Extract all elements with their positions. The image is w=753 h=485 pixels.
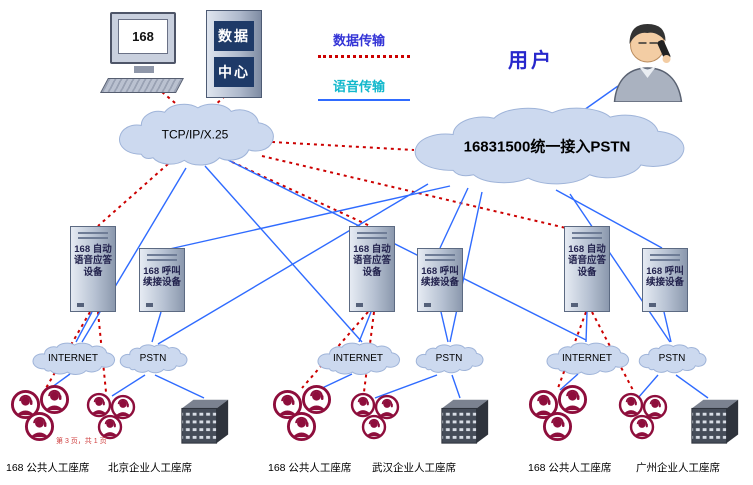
tower-label-line: 168 呼叫 (421, 266, 459, 277)
operator-icon (542, 411, 573, 442)
data-center-tower: 数据 中心 (206, 10, 262, 98)
site-1-call-tower: 168 呼叫 续接设备 (139, 248, 185, 312)
user-label: 用户 (508, 50, 554, 72)
tower-label-line: 168 自动 (74, 244, 112, 255)
user-icon (613, 24, 683, 102)
data-center-label-line1: 数据 (214, 21, 254, 51)
site-1-ivr-tower: 168 自动 语音应答 设备 (70, 226, 116, 312)
label-public-seats-1: 168 公共人工座席 (6, 462, 90, 474)
cloud-internet-1: INTERNET (29, 341, 117, 377)
legend-data-label: 数据传输 (333, 33, 386, 48)
tower-label-line: 168 呼叫 (143, 266, 181, 277)
site-3-call-tower: 168 呼叫 续接设备 (642, 248, 688, 312)
site-1-ivr-tower-label: 168 自动 语音应答 设备 (71, 244, 115, 278)
data-center-label-line2: 中心 (214, 57, 254, 87)
computer-icon: 168 (98, 12, 192, 100)
cloud-internet-3: INTERNET (543, 341, 631, 377)
cloud-pstn-2-label: PSTN (435, 352, 463, 364)
site-3-call-tower-label: 168 呼叫 续接设备 (643, 266, 687, 289)
cloud-tcpip: TCP/IP/X.25 (112, 100, 278, 170)
computer-screen-label: 168 (118, 19, 168, 54)
operator-icon (24, 411, 55, 442)
operator-icon (361, 414, 387, 440)
tower-label-line: 续接设备 (645, 277, 684, 289)
operator-icon (286, 411, 317, 442)
tower-label-line: 语音应答 (352, 255, 391, 267)
tower-label-line: 续接设备 (420, 277, 459, 289)
operator-cluster-public-1 (10, 384, 74, 444)
cloud-internet-3-label: INTERNET (562, 352, 612, 364)
site-2-ivr-tower: 168 自动 语音应答 设备 (349, 226, 395, 312)
tower-label-line: 168 自动 (568, 244, 606, 255)
legend-voice-label: 语音传输 (333, 79, 386, 94)
label-enterprise-seats-2: 武汉企业人工座席 (372, 462, 456, 474)
page-footnote: 第 3 页，共 1 页 (56, 438, 107, 445)
label-public-seats-2: 168 公共人工座席 (268, 462, 352, 474)
legend-data-line-sample (318, 55, 410, 58)
tower-label-line: 语音应答 (567, 255, 606, 267)
building-icon-2 (438, 394, 492, 446)
operator-icon (629, 414, 655, 440)
cloud-main-pstn-label: 16831500统一接入PSTN (463, 137, 631, 155)
operator-cluster-public-2 (272, 384, 336, 444)
cloud-pstn-2: PSTN (413, 343, 485, 375)
label-public-seats-3: 168 公共人工座席 (528, 462, 612, 474)
cloud-main-pstn: 16831500统一接入PSTN (402, 103, 692, 190)
tower-label-line: 168 呼叫 (646, 266, 684, 277)
cloud-internet-2: INTERNET (314, 341, 402, 377)
site-2-call-tower-label: 168 呼叫 续接设备 (418, 266, 462, 289)
cloud-pstn-3: PSTN (636, 343, 708, 375)
building-icon-3 (688, 394, 742, 446)
operator-cluster-enterprise-2 (350, 392, 404, 442)
tower-label-line: 语音应答 (73, 255, 112, 267)
tower-label-line: 设备 (577, 266, 597, 278)
site-3-ivr-tower-label: 168 自动 语音应答 设备 (565, 244, 609, 278)
operator-cluster-enterprise-1 (86, 392, 140, 442)
site-3-ivr-tower: 168 自动 语音应答 设备 (564, 226, 610, 312)
site-2-ivr-tower-label: 168 自动 语音应答 设备 (350, 244, 394, 278)
computer-stand (134, 66, 154, 73)
site-2-call-tower: 168 呼叫 续接设备 (417, 248, 463, 312)
operator-cluster-public-3 (528, 384, 592, 444)
cloud-pstn-3-label: PSTN (658, 352, 686, 364)
cloud-tcpip-label: TCP/IP/X.25 (161, 127, 229, 142)
legend-voice-line-sample (318, 99, 410, 101)
tower-label-line: 设备 (362, 266, 382, 278)
cloud-internet-1-label: INTERNET (48, 352, 98, 364)
building-icon-1 (178, 394, 232, 446)
computer-keyboard (100, 78, 184, 93)
site-1-call-tower-label: 168 呼叫 续接设备 (140, 266, 184, 289)
tower-label-line: 168 自动 (353, 244, 391, 255)
cloud-pstn-1: PSTN (117, 343, 189, 375)
operator-cluster-enterprise-3 (618, 392, 672, 442)
cloud-internet-2-label: INTERNET (333, 352, 383, 364)
cloud-pstn-1-label: PSTN (139, 352, 167, 364)
computer-monitor: 168 (110, 12, 176, 64)
label-enterprise-seats-1: 北京企业人工座席 (108, 462, 192, 474)
tower-label-line: 设备 (83, 266, 103, 278)
label-enterprise-seats-3: 广州企业人工座席 (636, 462, 720, 474)
tower-label-line: 续接设备 (142, 277, 181, 289)
